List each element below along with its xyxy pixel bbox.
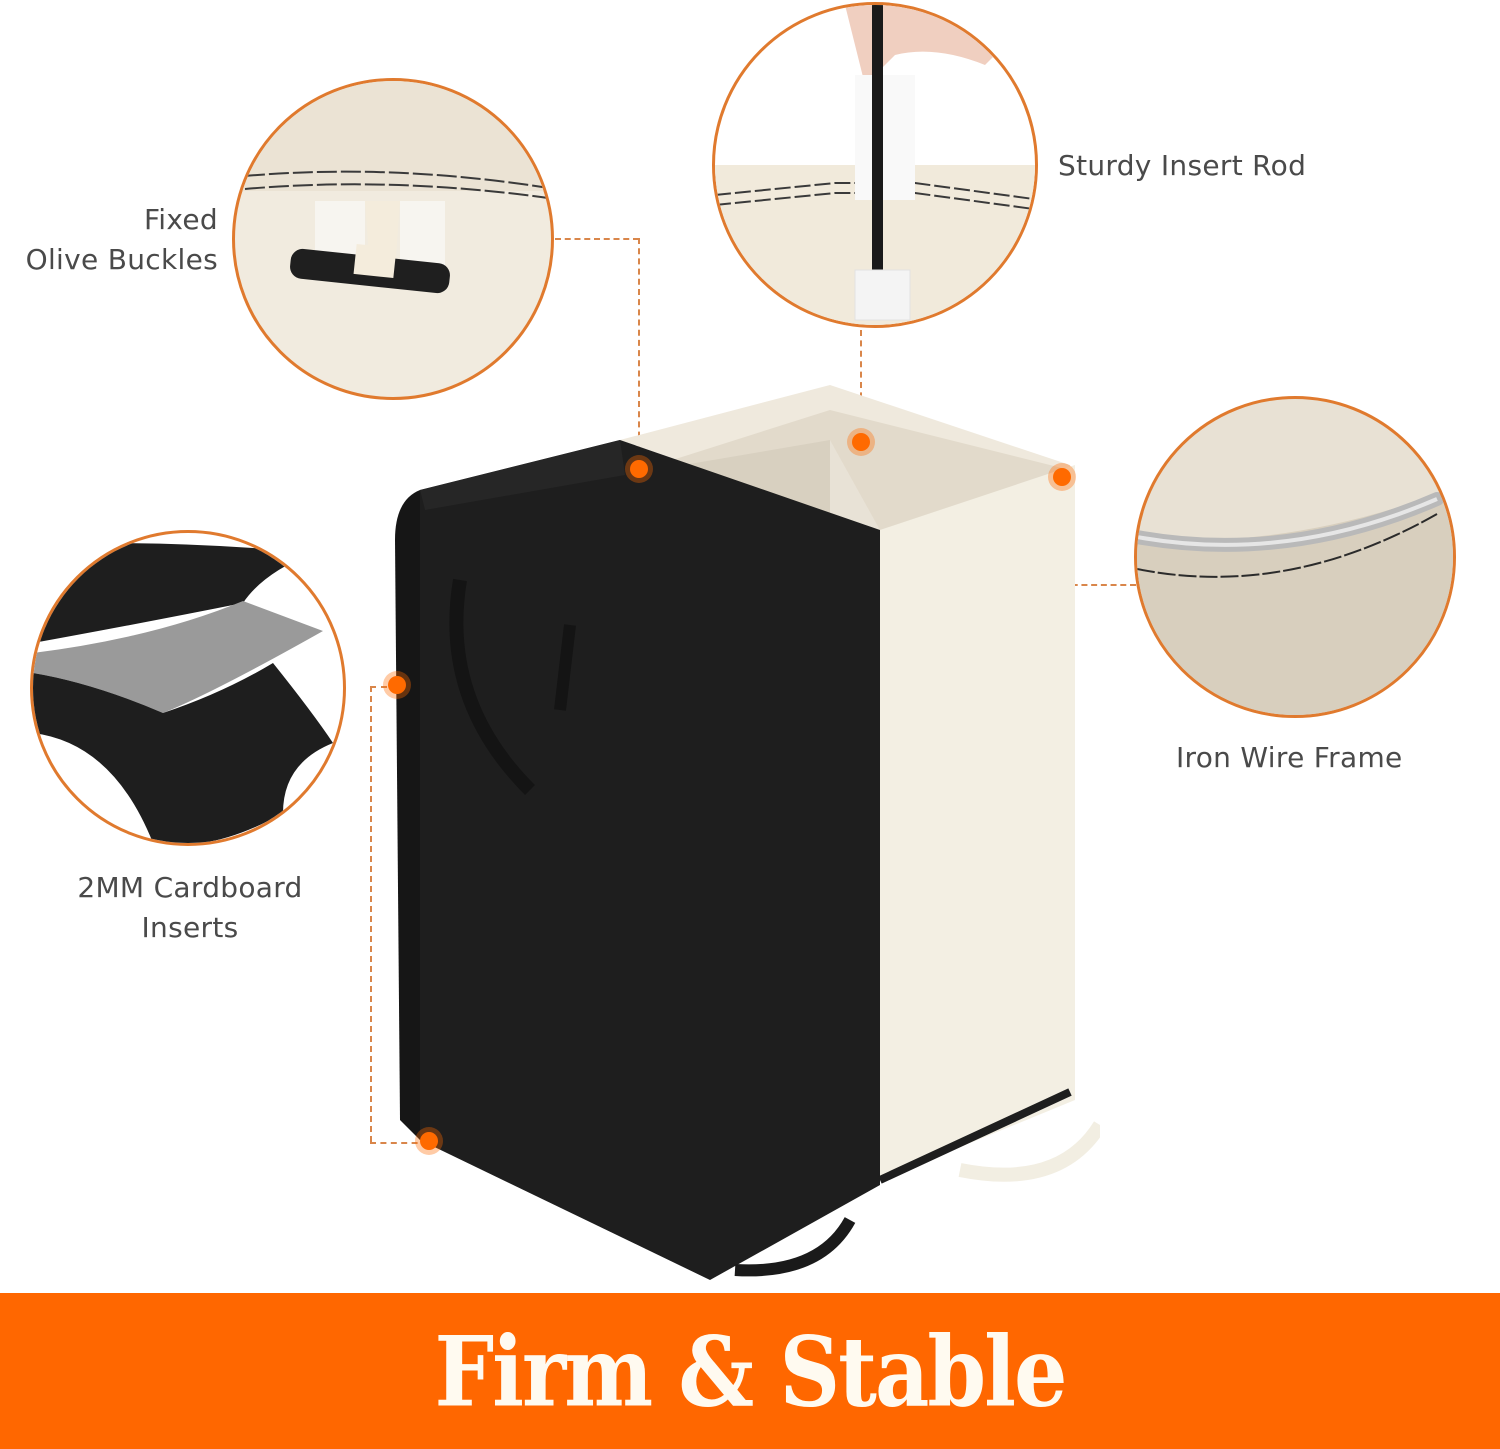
- indicator-dot-rod: [852, 433, 870, 451]
- indicator-dot-buckle: [630, 460, 648, 478]
- callout-wire-label: Iron Wire Frame: [1176, 741, 1403, 774]
- callout-buckles-line1: Fixed: [143, 203, 218, 236]
- laundry-hamper-image: [395, 385, 1100, 1280]
- headline-banner: Firm & Stable: [0, 1293, 1500, 1449]
- buckle-leader-line: [555, 238, 639, 240]
- insert-rod-icon: [715, 5, 1035, 325]
- indicator-dot-wire: [1053, 468, 1071, 486]
- callout-cardboard-label: 2MM Cardboard Inserts: [40, 868, 340, 948]
- rod-closeup-image: [712, 2, 1038, 328]
- callout-cardboard-line1: 2MM Cardboard: [77, 871, 303, 904]
- cardboard-closeup-image: [30, 530, 346, 846]
- toggle-buckle-icon: [235, 81, 551, 294]
- buckle-closeup-image: [232, 78, 554, 400]
- cardboard-leader-line-top: [370, 686, 398, 688]
- cardboard-layers-icon: [33, 543, 333, 843]
- callout-rod-label: Sturdy Insert Rod: [1058, 149, 1307, 182]
- callout-cardboard-line2: Inserts: [141, 911, 239, 944]
- callout-buckles-label: Fixed Olive Buckles: [18, 200, 218, 280]
- rod-leader-line: [860, 330, 862, 440]
- indicator-dot-cardboard-top: [388, 676, 406, 694]
- cardboard-leader-line-bottom: [370, 1142, 428, 1144]
- product-feature-canvas: Fixed Olive Buckles Sturdy Insert Rod: [18, 2, 1456, 1280]
- buckle-leader-line-v: [638, 238, 640, 458]
- wire-leader-line: [1062, 584, 1136, 586]
- wire-frame-icon: [1137, 492, 1453, 715]
- indicator-dot-cardboard-bottom: [420, 1132, 438, 1150]
- wire-frame-closeup-image: [1134, 396, 1456, 718]
- callout-buckles-line2: Olive Buckles: [25, 243, 218, 276]
- cardboard-leader-line-v: [370, 686, 372, 1142]
- banner-title: Firm & Stable: [434, 1314, 1068, 1428]
